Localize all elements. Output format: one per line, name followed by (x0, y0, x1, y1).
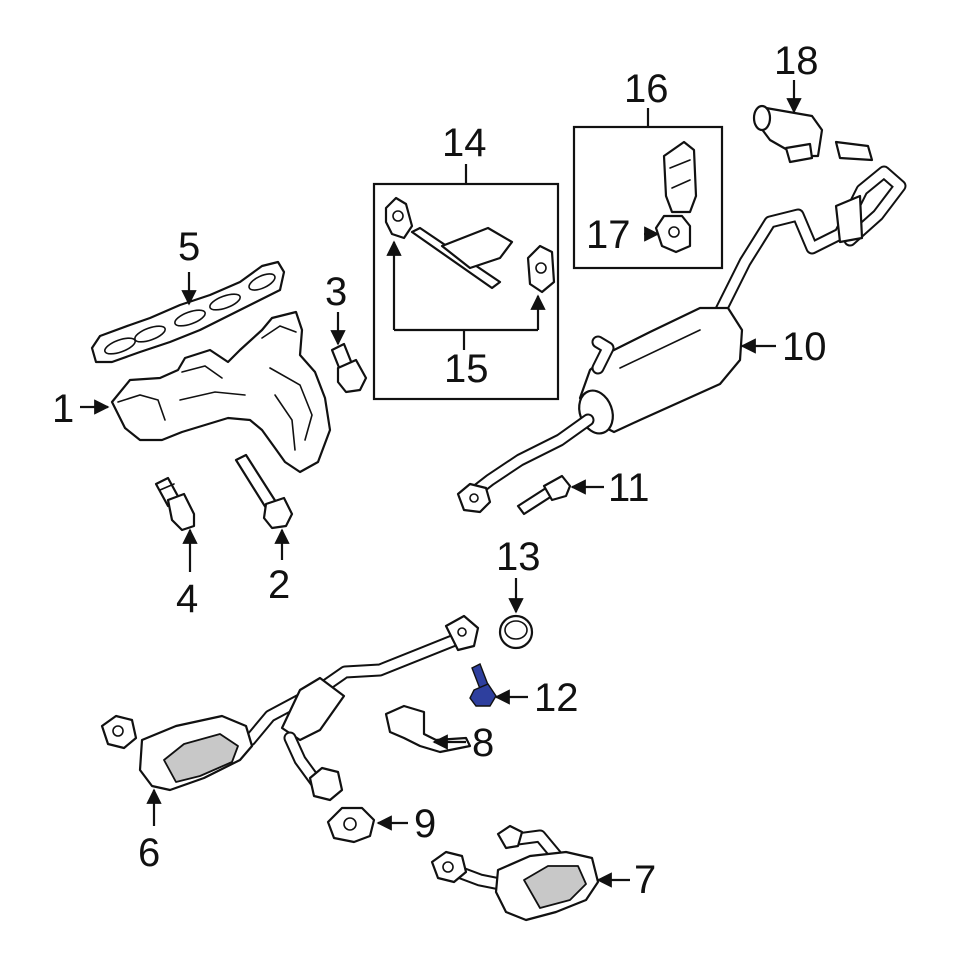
manifold-stud-nut[interactable] (330, 342, 368, 394)
stud-short[interactable] (154, 476, 196, 532)
callout-5: 5 (178, 225, 200, 269)
callout-12: 12 (534, 676, 579, 720)
flange-gasket-9[interactable] (326, 806, 376, 844)
callout-6: 6 (138, 831, 160, 875)
callout-13: 13 (496, 535, 541, 579)
converter-7[interactable] (430, 824, 600, 922)
muffler[interactable] (456, 306, 744, 514)
bracket-8[interactable] (384, 704, 472, 754)
callout-15: 15 (444, 347, 489, 391)
callout-11: 11 (608, 466, 650, 510)
callout-3: 3 (325, 270, 347, 314)
callout-10: 10 (782, 325, 827, 369)
hanger-bracket-16[interactable] (662, 140, 698, 214)
long-bolt[interactable] (234, 453, 294, 530)
exhaust-manifold[interactable] (110, 310, 332, 474)
callout-14: 14 (442, 121, 487, 165)
callout-4: 4 (176, 577, 198, 621)
tailpipe-assembly[interactable] (709, 140, 907, 327)
insulator-17[interactable] (654, 214, 692, 254)
callout-9: 9 (414, 802, 436, 846)
front-pipe-converter[interactable] (100, 614, 480, 802)
callout-labels: 1 2 3 4 5 6 7 8 9 10 11 12 13 14 15 16 1… (52, 39, 827, 902)
seal-ring-13[interactable] (498, 614, 534, 650)
callout-8: 8 (472, 721, 494, 765)
oxygen-sensor[interactable] (516, 474, 572, 516)
callout-17: 17 (586, 213, 631, 257)
bolt-12-highlighted[interactable] (469, 663, 497, 707)
manifold-gasket[interactable] (90, 260, 286, 364)
callout-18: 18 (774, 39, 819, 83)
leader-lines (80, 80, 802, 888)
hanger-bracket-14[interactable] (384, 196, 556, 294)
callout-7: 7 (634, 858, 656, 902)
resonator-18[interactable] (752, 104, 824, 164)
callout-2: 2 (268, 563, 290, 607)
callout-1: 1 (52, 387, 74, 431)
callout-16: 16 (624, 67, 669, 111)
